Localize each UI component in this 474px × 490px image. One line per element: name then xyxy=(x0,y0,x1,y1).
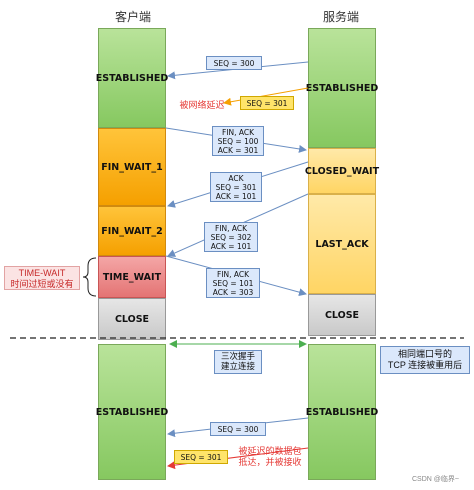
client-header: 客户端 xyxy=(114,10,151,24)
msg-line: SEQ = 101 xyxy=(212,278,254,288)
msg-line: FIN, ACK xyxy=(221,127,255,137)
server-state-close: CLOSE xyxy=(308,294,376,336)
msg-seq300-top: SEQ = 300 xyxy=(206,56,262,70)
msg-seq301-delayed: SEQ = 301 xyxy=(240,96,294,110)
watermark: CSDN @临界~ xyxy=(412,476,459,483)
msg-line: ACK = 301 xyxy=(217,145,259,155)
msg-fin-ack-1: FIN, ACK SEQ = 100 ACK = 301 xyxy=(212,126,264,156)
msg-fin-ack-2: FIN, ACK SEQ = 302 ACK = 101 xyxy=(204,222,258,252)
server-state-last-ack: LAST_ACK xyxy=(308,194,376,294)
client-state-close: CLOSE xyxy=(98,298,166,340)
note-line: 相同端口号的 xyxy=(397,349,452,359)
delayed-note: 被网络延迟 xyxy=(179,100,225,110)
msg-line: SEQ = 300 xyxy=(217,424,259,434)
server-state-established-new: ESTABLISHED xyxy=(306,344,378,480)
msg-line: 建立连接 xyxy=(220,362,255,372)
note-line: 抵达，并被接收 xyxy=(238,457,302,467)
msg-ack-1: ACK SEQ = 301 ACK = 101 xyxy=(210,172,262,202)
server-header: 服务端 xyxy=(322,10,359,24)
msg-line: FIN, ACK xyxy=(214,223,248,233)
time-wait-brace xyxy=(82,257,97,297)
msg-seq300-bottom: SEQ = 300 xyxy=(210,422,266,436)
msg-line: FIN, ACK xyxy=(216,269,250,279)
note-line: TIME-WAIT xyxy=(18,268,66,278)
server-state-established: ESTABLISHED xyxy=(306,28,378,148)
msg-line: ACK = 101 xyxy=(215,191,257,201)
msg-line: 三次握手 xyxy=(220,352,255,362)
msg-line: SEQ = 100 xyxy=(217,136,259,146)
note-line: 时间过短或没有 xyxy=(10,279,74,289)
time-wait-note: TIME-WAIT 时间过短或没有 xyxy=(4,266,80,290)
msg-line: ACK = 303 xyxy=(212,287,254,297)
msg-line: SEQ = 302 xyxy=(210,232,252,242)
client-state-established-new: ESTABLISHED xyxy=(96,344,168,480)
server-state-closed-wait: CLOSED_WAIT xyxy=(305,148,379,194)
note-line: 被延迟的数据包 xyxy=(238,446,302,456)
msg-fin-ack-3: FIN, ACK SEQ = 101 ACK = 303 xyxy=(206,268,260,298)
msg-line: SEQ = 301 xyxy=(215,182,257,192)
arrow-seq301-delayed xyxy=(223,87,309,106)
client-state-fin-wait-2: FIN_WAIT_2 xyxy=(98,206,166,256)
reuse-note: 相同端口号的 TCP 连接被重用后 xyxy=(380,346,470,374)
received-note: 被延迟的数据包 抵达，并被接收 xyxy=(232,446,308,468)
client-state-time-wait: TIME_WAIT xyxy=(98,256,166,298)
client-state-fin-wait-1: FIN_WAIT_1 xyxy=(98,128,166,206)
msg-line: SEQ = 300 xyxy=(213,58,255,68)
client-state-established: ESTABLISHED xyxy=(96,28,168,128)
msg-seq301-bottom: SEQ = 301 xyxy=(174,450,228,464)
msg-line: ACK xyxy=(228,173,244,183)
msg-line: ACK = 101 xyxy=(210,241,252,251)
note-line: TCP 连接被重用后 xyxy=(387,360,463,370)
msg-handshake: 三次握手 建立连接 xyxy=(214,350,262,374)
